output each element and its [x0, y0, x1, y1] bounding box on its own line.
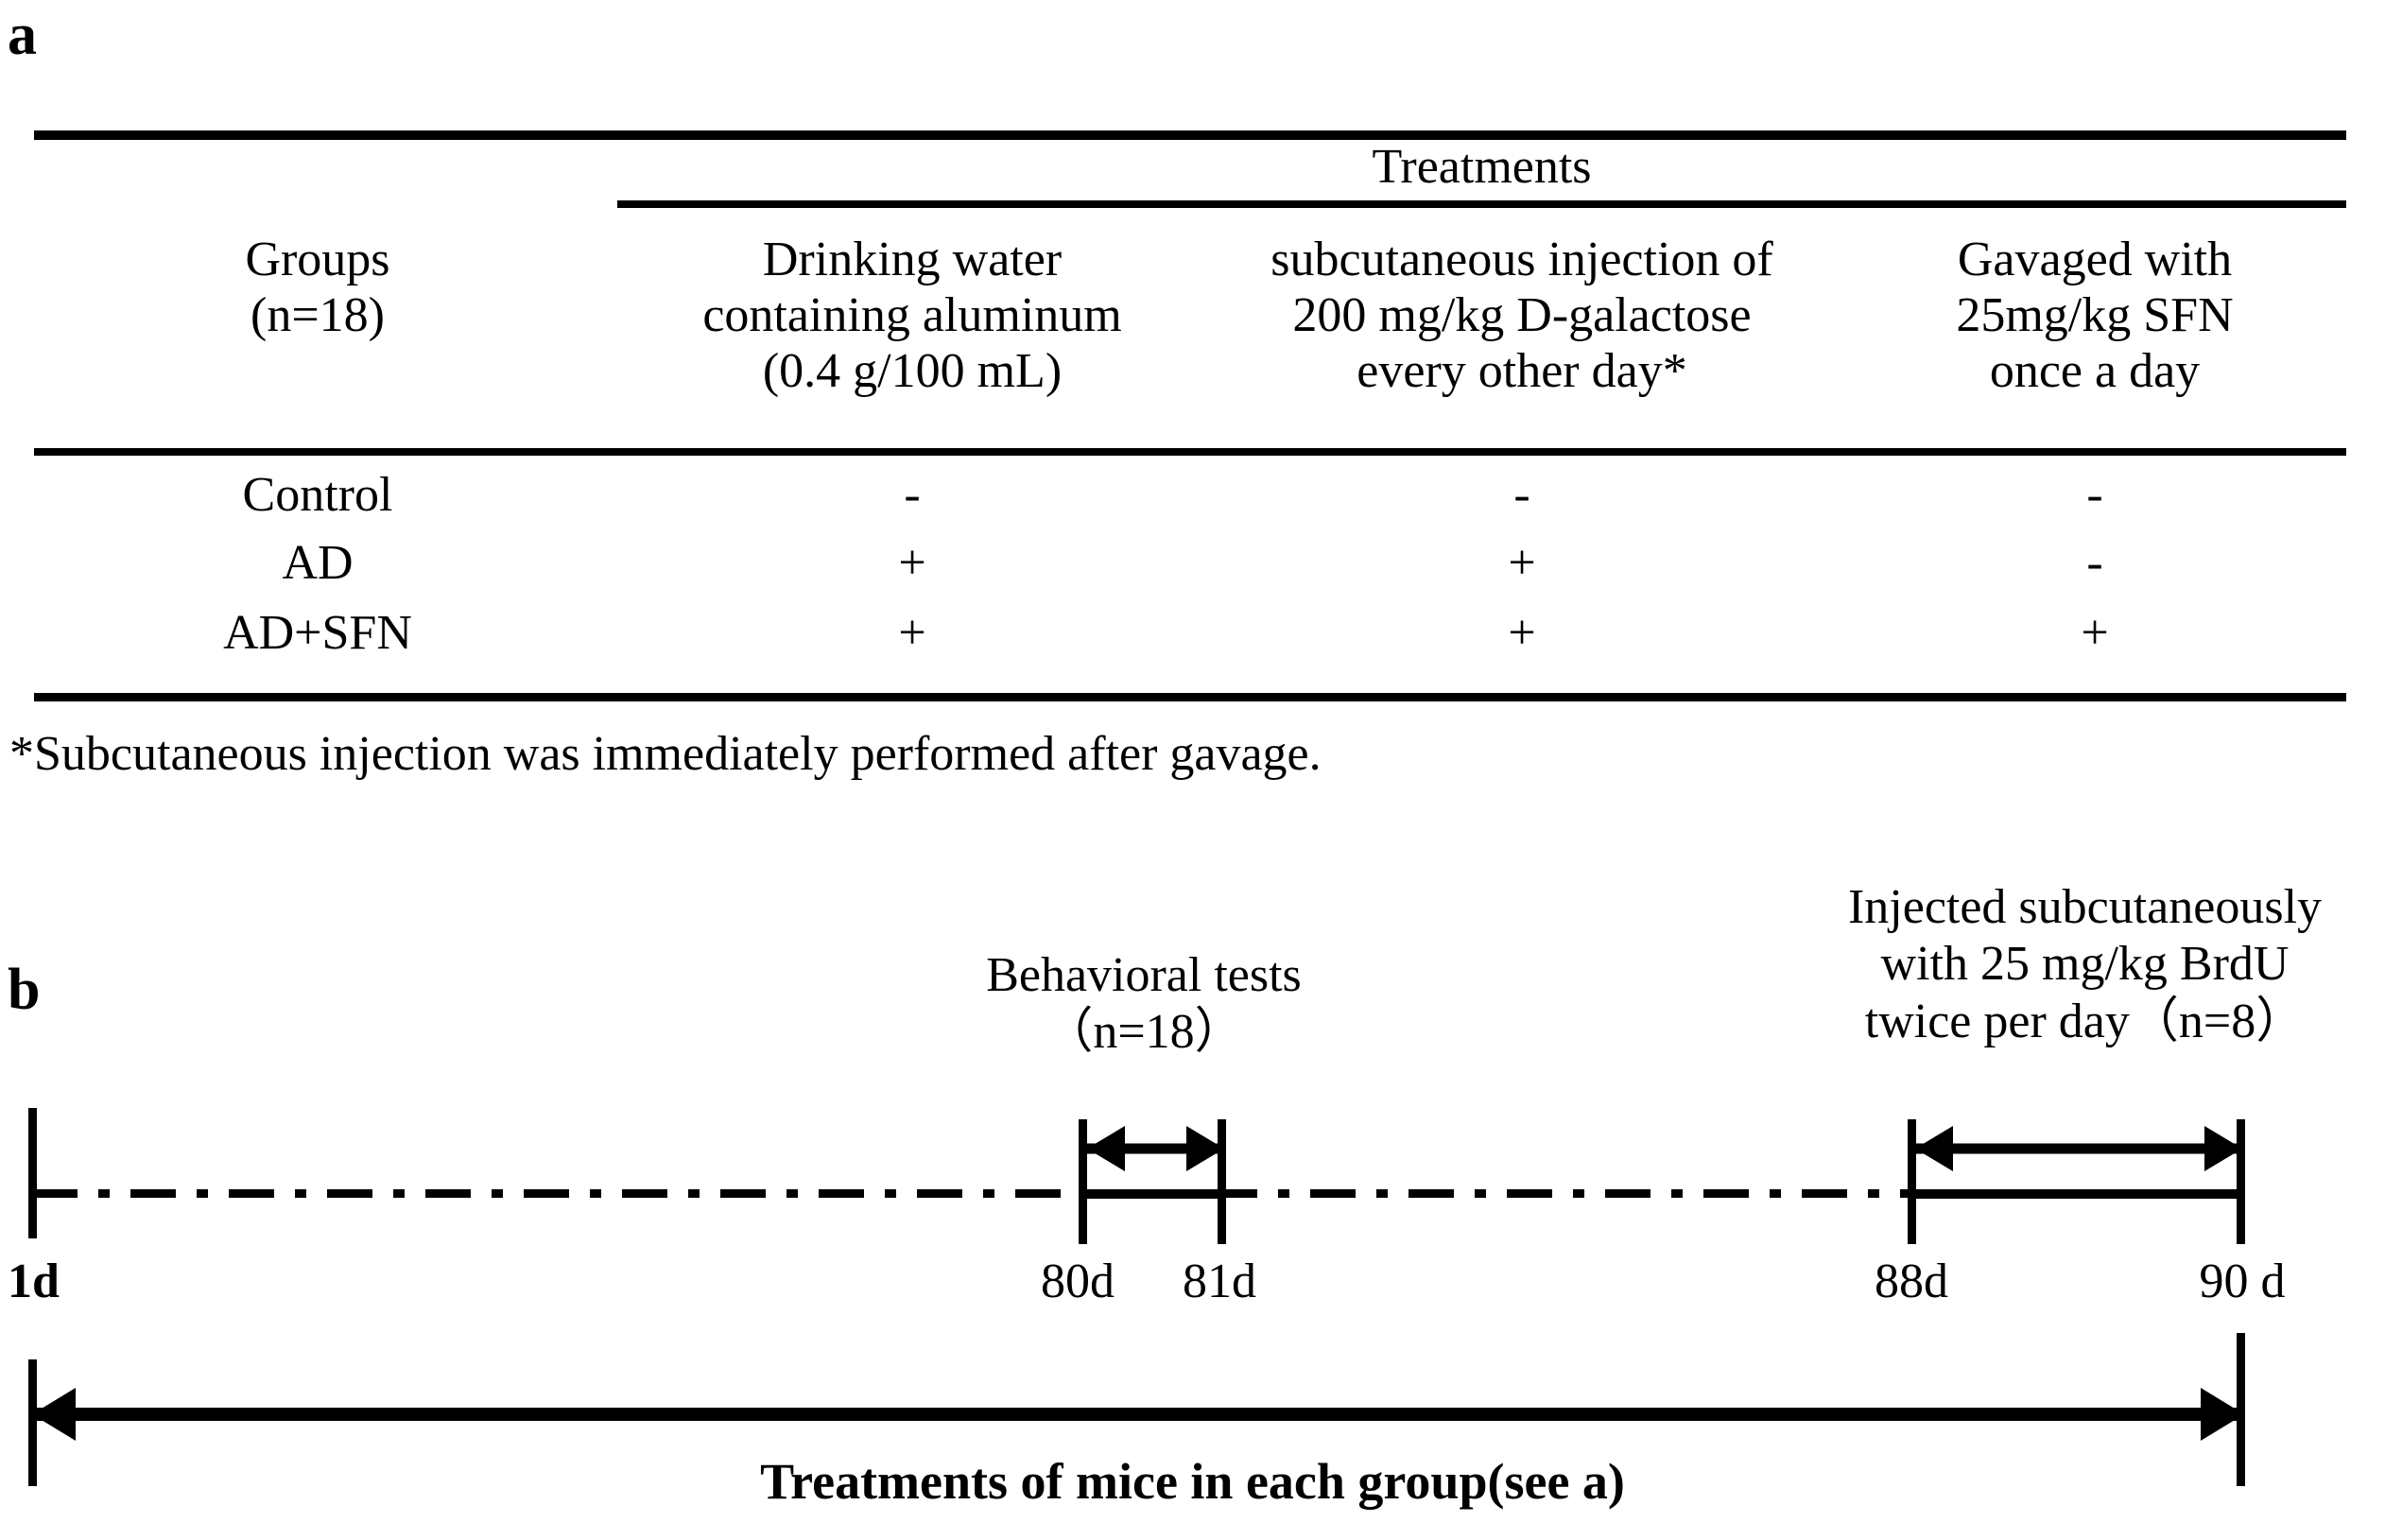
column-header-d-galactose-line2: 200 mg/kg D-galactose [1292, 287, 1752, 342]
double-arrow-total-treatment-span [32, 1388, 2244, 1441]
column-header-groups-line2: (n=18) [251, 287, 385, 342]
table-spanner-header: Treatments [1372, 140, 1592, 194]
double-arrow-behavioral-span [1087, 1125, 1224, 1172]
table-cell-mark: + [898, 606, 926, 660]
arrow-head-right-icon [2201, 1388, 2244, 1441]
annotation-brdu-injection-line1: Injected subcutaneously [1847, 880, 2323, 934]
timeline-tick-90d [2237, 1119, 2245, 1244]
double-arrow-brdu-span [1915, 1125, 2242, 1172]
column-header-sfn-gavage: Gavaged with 25mg/kg SFN once a day [1843, 233, 2346, 399]
timeline-label-80d: 80d [1041, 1254, 1115, 1308]
timeline-tick-81d [1218, 1119, 1226, 1244]
timeline-tick-88d [1908, 1119, 1916, 1244]
table-cell-mark: + [2081, 606, 2109, 660]
timeline-label-88d: 88d [1875, 1254, 1948, 1308]
column-header-d-galactose-line1: subcutaneous injection of [1270, 233, 1773, 286]
column-header-drinking-water-line2: containing aluminum [702, 287, 1122, 342]
column-header-drinking-water-line1: Drinking water [762, 233, 1063, 286]
timeline-segment-brdu [1911, 1189, 2242, 1199]
arrow-head-right-icon [1186, 1126, 1224, 1171]
timeline-caption: Treatments of mice in each group(see a) [760, 1453, 1625, 1510]
arrow-shaft [1915, 1143, 2242, 1154]
arrow-shaft [32, 1408, 2244, 1421]
table-footnote: *Subcutaneous injection was immediately … [9, 727, 1322, 781]
table-header-rule [34, 448, 2346, 456]
column-header-sfn-gavage-line2: 25mg/kg SFN [1956, 287, 2234, 342]
timeline-label-81d: 81d [1183, 1254, 1256, 1308]
timeline-tick-80d [1079, 1119, 1087, 1244]
table-row-group-name: AD+SFN [223, 606, 412, 660]
table-cell-mark: - [2086, 468, 2103, 522]
timeline-tick-1d [28, 1108, 37, 1238]
annotation-behavioral-tests-line1: Behavioral tests [986, 948, 1302, 1002]
table-cell-mark: + [898, 536, 926, 590]
table-cell-mark: - [2086, 536, 2103, 590]
table-cell-mark: + [1508, 606, 1536, 660]
timeline-label-1d: 1d [8, 1254, 60, 1308]
column-header-drinking-water-line3: (0.4 g/100 mL) [762, 343, 1063, 398]
table-top-rule [34, 130, 2346, 140]
arrow-shaft [1087, 1143, 1224, 1154]
table-bottom-rule [34, 693, 2346, 701]
panel-a-label: a [8, 3, 37, 67]
column-header-d-galactose-line3: every other day* [1357, 343, 1687, 398]
table-spanner-rule [617, 200, 2346, 208]
annotation-behavioral-tests: Behavioral tests （n=18） [879, 947, 1409, 1062]
column-header-groups-line1: Groups [245, 233, 390, 286]
column-header-sfn-gavage-line3: once a day [1989, 343, 2201, 398]
column-header-sfn-gavage-line1: Gavaged with [1957, 233, 2233, 286]
timeline-segment-behavioral [1082, 1189, 1222, 1199]
annotation-behavioral-tests-line2: （n=18） [1044, 1005, 1244, 1060]
column-header-drinking-water: Drinking water containing aluminum (0.4 … [624, 233, 1201, 399]
arrow-head-right-icon [2204, 1126, 2242, 1171]
table-cell-mark: - [904, 468, 921, 522]
table-cell-mark: + [1508, 536, 1536, 590]
panel-b-label: b [8, 958, 41, 1022]
table-row-group-name: AD [282, 536, 354, 590]
annotation-brdu-injection: Injected subcutaneously with 25 mg/kg Br… [1785, 879, 2385, 1050]
annotation-brdu-injection-line2: with 25 mg/kg BrdU [1880, 937, 2290, 992]
annotation-brdu-injection-line3: twice per day（n=8） [1864, 994, 2306, 1048]
table-cell-mark: - [1513, 468, 1530, 522]
column-header-groups: Groups (n=18) [34, 233, 601, 344]
column-header-d-galactose: subcutaneous injection of 200 mg/kg D-ga… [1210, 233, 1834, 399]
timeline-label-90d: 90 d [2199, 1254, 2286, 1308]
table-row-group-name: Control [242, 468, 393, 522]
